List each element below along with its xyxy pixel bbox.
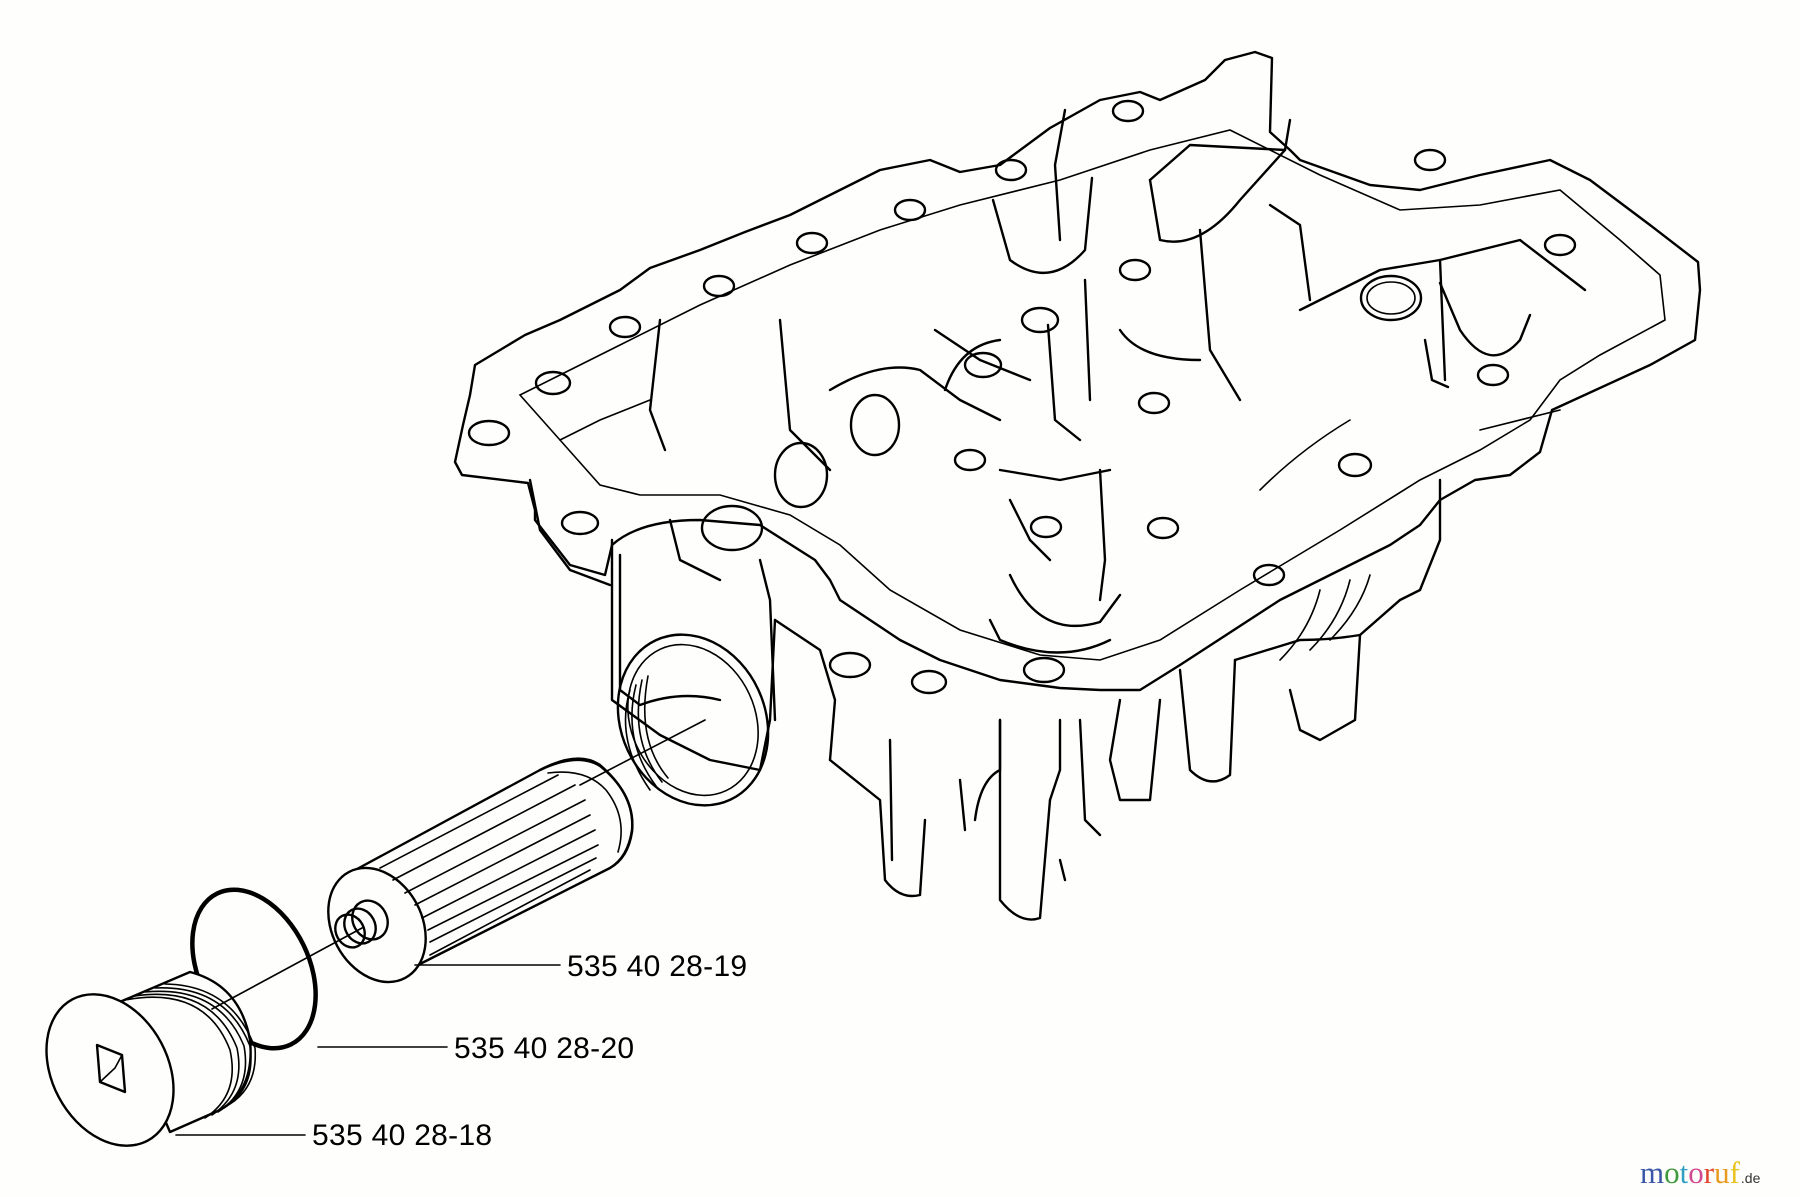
part-label-drain-plug: 535 40 28-18 [312,1119,493,1152]
logo-tld: .de [1740,1170,1761,1186]
logo-letter: u [1714,1155,1730,1190]
logo-letter: o [1664,1155,1680,1190]
assembly-axis-line-2 [579,719,706,786]
part-label-o-ring: 535 40 28-20 [454,1032,635,1065]
sump-housing [453,50,1702,921]
bolt-holes [467,99,1577,695]
oil-filter [327,757,634,984]
assembly-axis-line [211,927,363,1010]
logo-letter: t [1679,1155,1689,1190]
logo-letter: o [1688,1155,1704,1190]
logo-letter: m [1640,1155,1665,1190]
motoruf-logo: motoruf.de [1640,1155,1760,1191]
logo-letter: r [1703,1155,1715,1190]
drain-plug [45,970,257,1147]
part-label-oil-filter: 535 40 28-19 [567,950,748,983]
logo-letter: f [1729,1155,1740,1190]
